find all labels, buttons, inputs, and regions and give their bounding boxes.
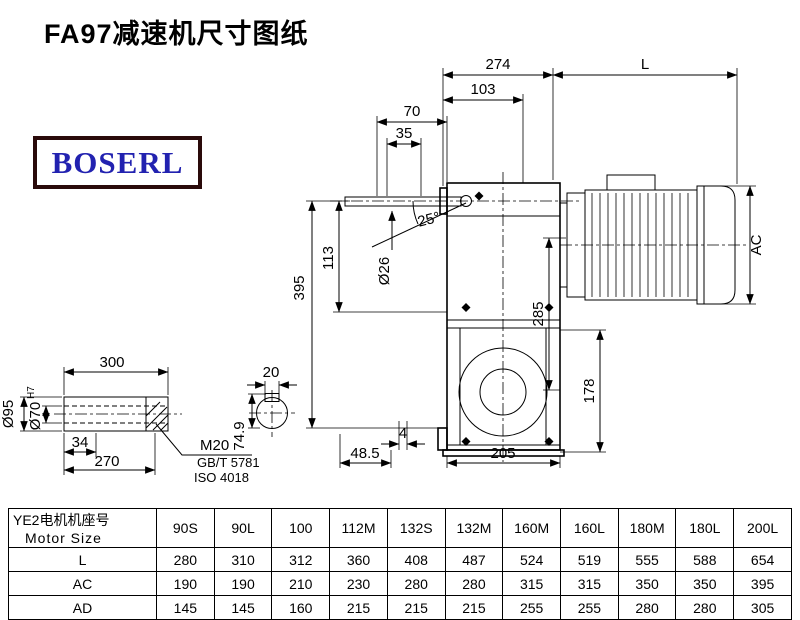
motor-fins bbox=[591, 193, 689, 297]
table-cell: 280 bbox=[156, 547, 215, 572]
dim-113: 113 bbox=[320, 246, 337, 270]
row-label: AC bbox=[8, 571, 157, 596]
note-iso-4018: ISO 4018 bbox=[194, 470, 249, 485]
motor bbox=[566, 174, 736, 305]
dim-dia70h7: Ø70 H7 bbox=[26, 386, 44, 430]
note-gbt-5781: GB/T 5781 bbox=[197, 455, 260, 470]
dim-L: L bbox=[641, 56, 649, 73]
column-header: 112M bbox=[329, 508, 388, 548]
column-header: 132M bbox=[444, 508, 504, 548]
motor-size-table: YE2电机机座号 Motor Size 90S 90L 100 112M 132… bbox=[8, 508, 792, 620]
dimension-lines bbox=[20, 71, 754, 474]
column-header: 100 bbox=[271, 508, 331, 548]
dim-270: 270 bbox=[94, 453, 119, 470]
dim-300: 300 bbox=[99, 354, 124, 371]
table-cell: 588 bbox=[675, 547, 735, 572]
dim-dia95: Ø95 bbox=[0, 400, 17, 428]
column-header: 160M bbox=[502, 508, 562, 548]
shaft-cross-section bbox=[256, 393, 288, 429]
column-header: 180M bbox=[617, 508, 677, 548]
dim-274: 274 bbox=[485, 56, 510, 73]
table-cell: 315 bbox=[560, 571, 619, 596]
dim-48-5: 48.5 bbox=[350, 445, 379, 462]
table-cell: 519 bbox=[560, 547, 619, 572]
table-cell: 524 bbox=[502, 547, 562, 572]
row-label: L bbox=[8, 547, 157, 572]
column-header: 132S bbox=[386, 508, 446, 548]
boserl-logo-text: BOSERL bbox=[51, 144, 184, 180]
table-row-AC: AC 190 190 210 230 280 280 315 315 350 3… bbox=[8, 571, 792, 596]
dim-dia70: Ø70 bbox=[27, 402, 44, 430]
dim-AC: AC bbox=[748, 234, 765, 255]
input-shaft bbox=[344, 195, 472, 248]
column-header: 90L bbox=[213, 508, 273, 548]
dim-70: 70 bbox=[404, 103, 421, 120]
dimension-labels: 274 L 103 70 35 395 113 Ø26 25° 285 AC 1… bbox=[0, 56, 765, 485]
header-motor-size-cn: YE2电机机座号 bbox=[13, 512, 110, 528]
column-header: 90S bbox=[156, 508, 215, 548]
table-cell: 555 bbox=[617, 547, 677, 572]
table-cell: 280 bbox=[444, 571, 504, 596]
centerlines bbox=[54, 172, 748, 462]
table-cell: 210 bbox=[271, 571, 331, 596]
gearbox-body bbox=[437, 182, 568, 457]
motor-terminal-box bbox=[606, 174, 656, 191]
dim-25deg: 25° bbox=[416, 209, 442, 231]
dim-74-9: 74.9 bbox=[231, 421, 248, 450]
dim-395: 395 bbox=[291, 275, 308, 300]
table-cell: 190 bbox=[156, 571, 215, 596]
table-cell: 350 bbox=[675, 571, 735, 596]
header-motor-size: YE2电机机座号 Motor Size bbox=[8, 508, 157, 548]
dim-205: 205 bbox=[490, 445, 515, 462]
page-title: FA97减速机尺寸图纸 bbox=[44, 19, 309, 49]
table-cell: 315 bbox=[502, 571, 562, 596]
table-header-row: YE2电机机座号 Motor Size 90S 90L 100 112M 132… bbox=[8, 508, 792, 548]
dim-285: 285 bbox=[530, 301, 547, 326]
dim-key20: 20 bbox=[263, 364, 280, 381]
output-shaft-detail bbox=[63, 396, 252, 456]
dim-35: 35 bbox=[396, 125, 413, 142]
header-motor-size-en: Motor Size bbox=[25, 530, 102, 546]
table-row-L: L 280 310 312 360 408 487 524 519 555 58… bbox=[8, 547, 792, 572]
dim-103: 103 bbox=[470, 81, 495, 98]
note-m20: M20 bbox=[200, 437, 229, 454]
table-cell: 230 bbox=[329, 571, 388, 596]
boserl-logo: BOSERL bbox=[33, 136, 202, 189]
table-cell: 408 bbox=[386, 547, 446, 572]
column-header: 160L bbox=[560, 508, 619, 548]
table-cell: 654 bbox=[733, 547, 792, 572]
table-cell: 395 bbox=[733, 571, 792, 596]
dim-178: 178 bbox=[581, 378, 598, 403]
dim-4: 4 bbox=[399, 425, 407, 442]
table-cell: 360 bbox=[329, 547, 388, 572]
column-header: 200L bbox=[733, 508, 792, 548]
dim-dia70-tolerance: H7 bbox=[26, 386, 37, 399]
table-cell: 310 bbox=[213, 547, 273, 572]
m20-leader-line bbox=[155, 423, 252, 456]
column-header: 180L bbox=[675, 508, 735, 548]
table-cell: 350 bbox=[617, 571, 677, 596]
dim-dia26: Ø26 bbox=[376, 257, 393, 285]
dim-34: 34 bbox=[72, 434, 89, 451]
table-cell: 280 bbox=[386, 571, 446, 596]
table-cell: 312 bbox=[271, 547, 331, 572]
table-cell: 487 bbox=[444, 547, 504, 572]
table-cell: 190 bbox=[213, 571, 273, 596]
